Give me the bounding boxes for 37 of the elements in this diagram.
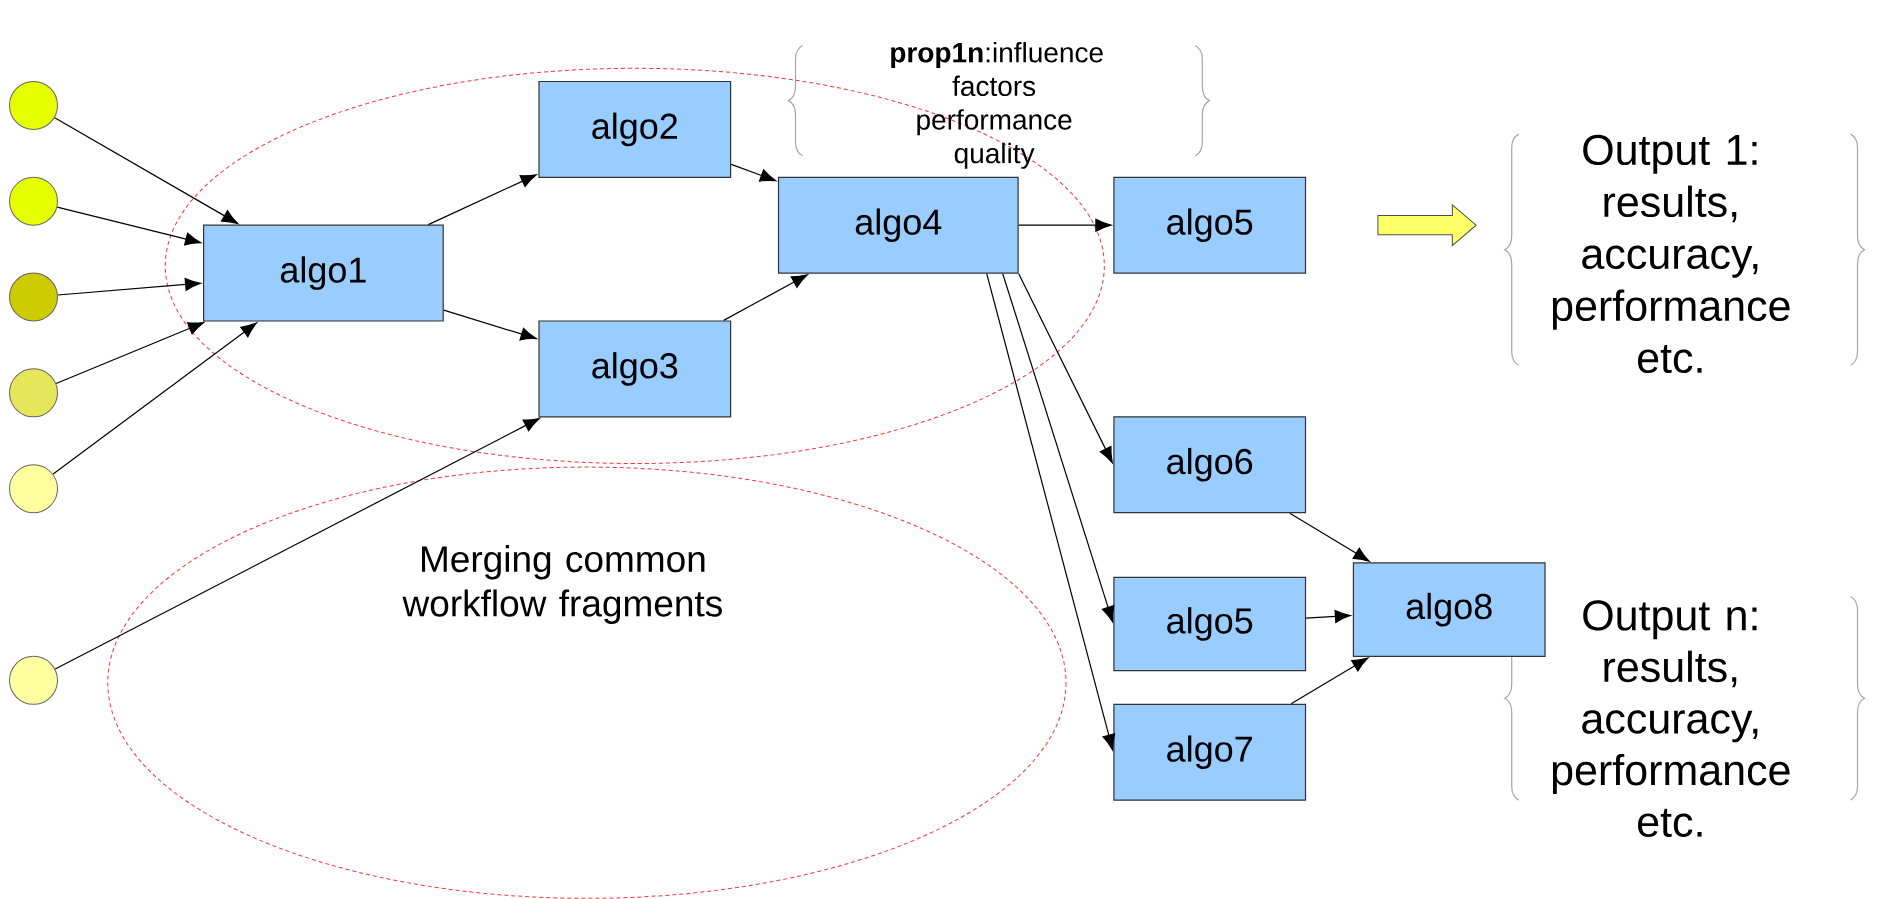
- arrow: [54, 117, 239, 224]
- arrow: [1002, 273, 1115, 623]
- block-arrow: [1377, 204, 1477, 247]
- process-box: algo6: [1113, 416, 1307, 514]
- arrow: [443, 309, 537, 341]
- input-circle: [9, 176, 58, 226]
- process-box: algo4: [777, 176, 1019, 274]
- arrow: [730, 163, 777, 182]
- arrow: [1290, 657, 1369, 705]
- arrow: [1018, 273, 1113, 464]
- arrow: [1018, 218, 1112, 232]
- process-box: algo8: [1352, 562, 1546, 657]
- arrow: [52, 322, 257, 475]
- input-circle: [9, 272, 58, 322]
- arrow: [57, 277, 202, 296]
- arrow: [1305, 609, 1352, 623]
- process-box: algo3: [538, 320, 732, 418]
- input-circle: [9, 368, 58, 418]
- arrow: [54, 417, 540, 670]
- arrow: [986, 273, 1116, 751]
- property-note: prop1n:influence factors performance quality: [891, 41, 1103, 169]
- arrow: [55, 321, 205, 385]
- note-text: Merging common workflow fragments: [402, 545, 722, 624]
- input-circle: [9, 464, 58, 514]
- arrow: [723, 274, 808, 321]
- process-box: algo1: [203, 224, 444, 322]
- arrow: [1289, 512, 1370, 562]
- output-text: Output n: results, accuracy, performance etc.: [1552, 600, 1790, 837]
- process-box: algo2: [538, 80, 732, 178]
- arrow: [427, 174, 537, 226]
- output-text: Output 1: results, accuracy, performance etc.: [1552, 134, 1790, 374]
- process-box: algo7: [1113, 703, 1307, 801]
- process-box: algo5: [1113, 576, 1307, 672]
- input-circle: [9, 80, 58, 130]
- arrow: [56, 206, 202, 246]
- input-circle: [9, 655, 58, 705]
- process-box: algo5: [1113, 176, 1307, 274]
